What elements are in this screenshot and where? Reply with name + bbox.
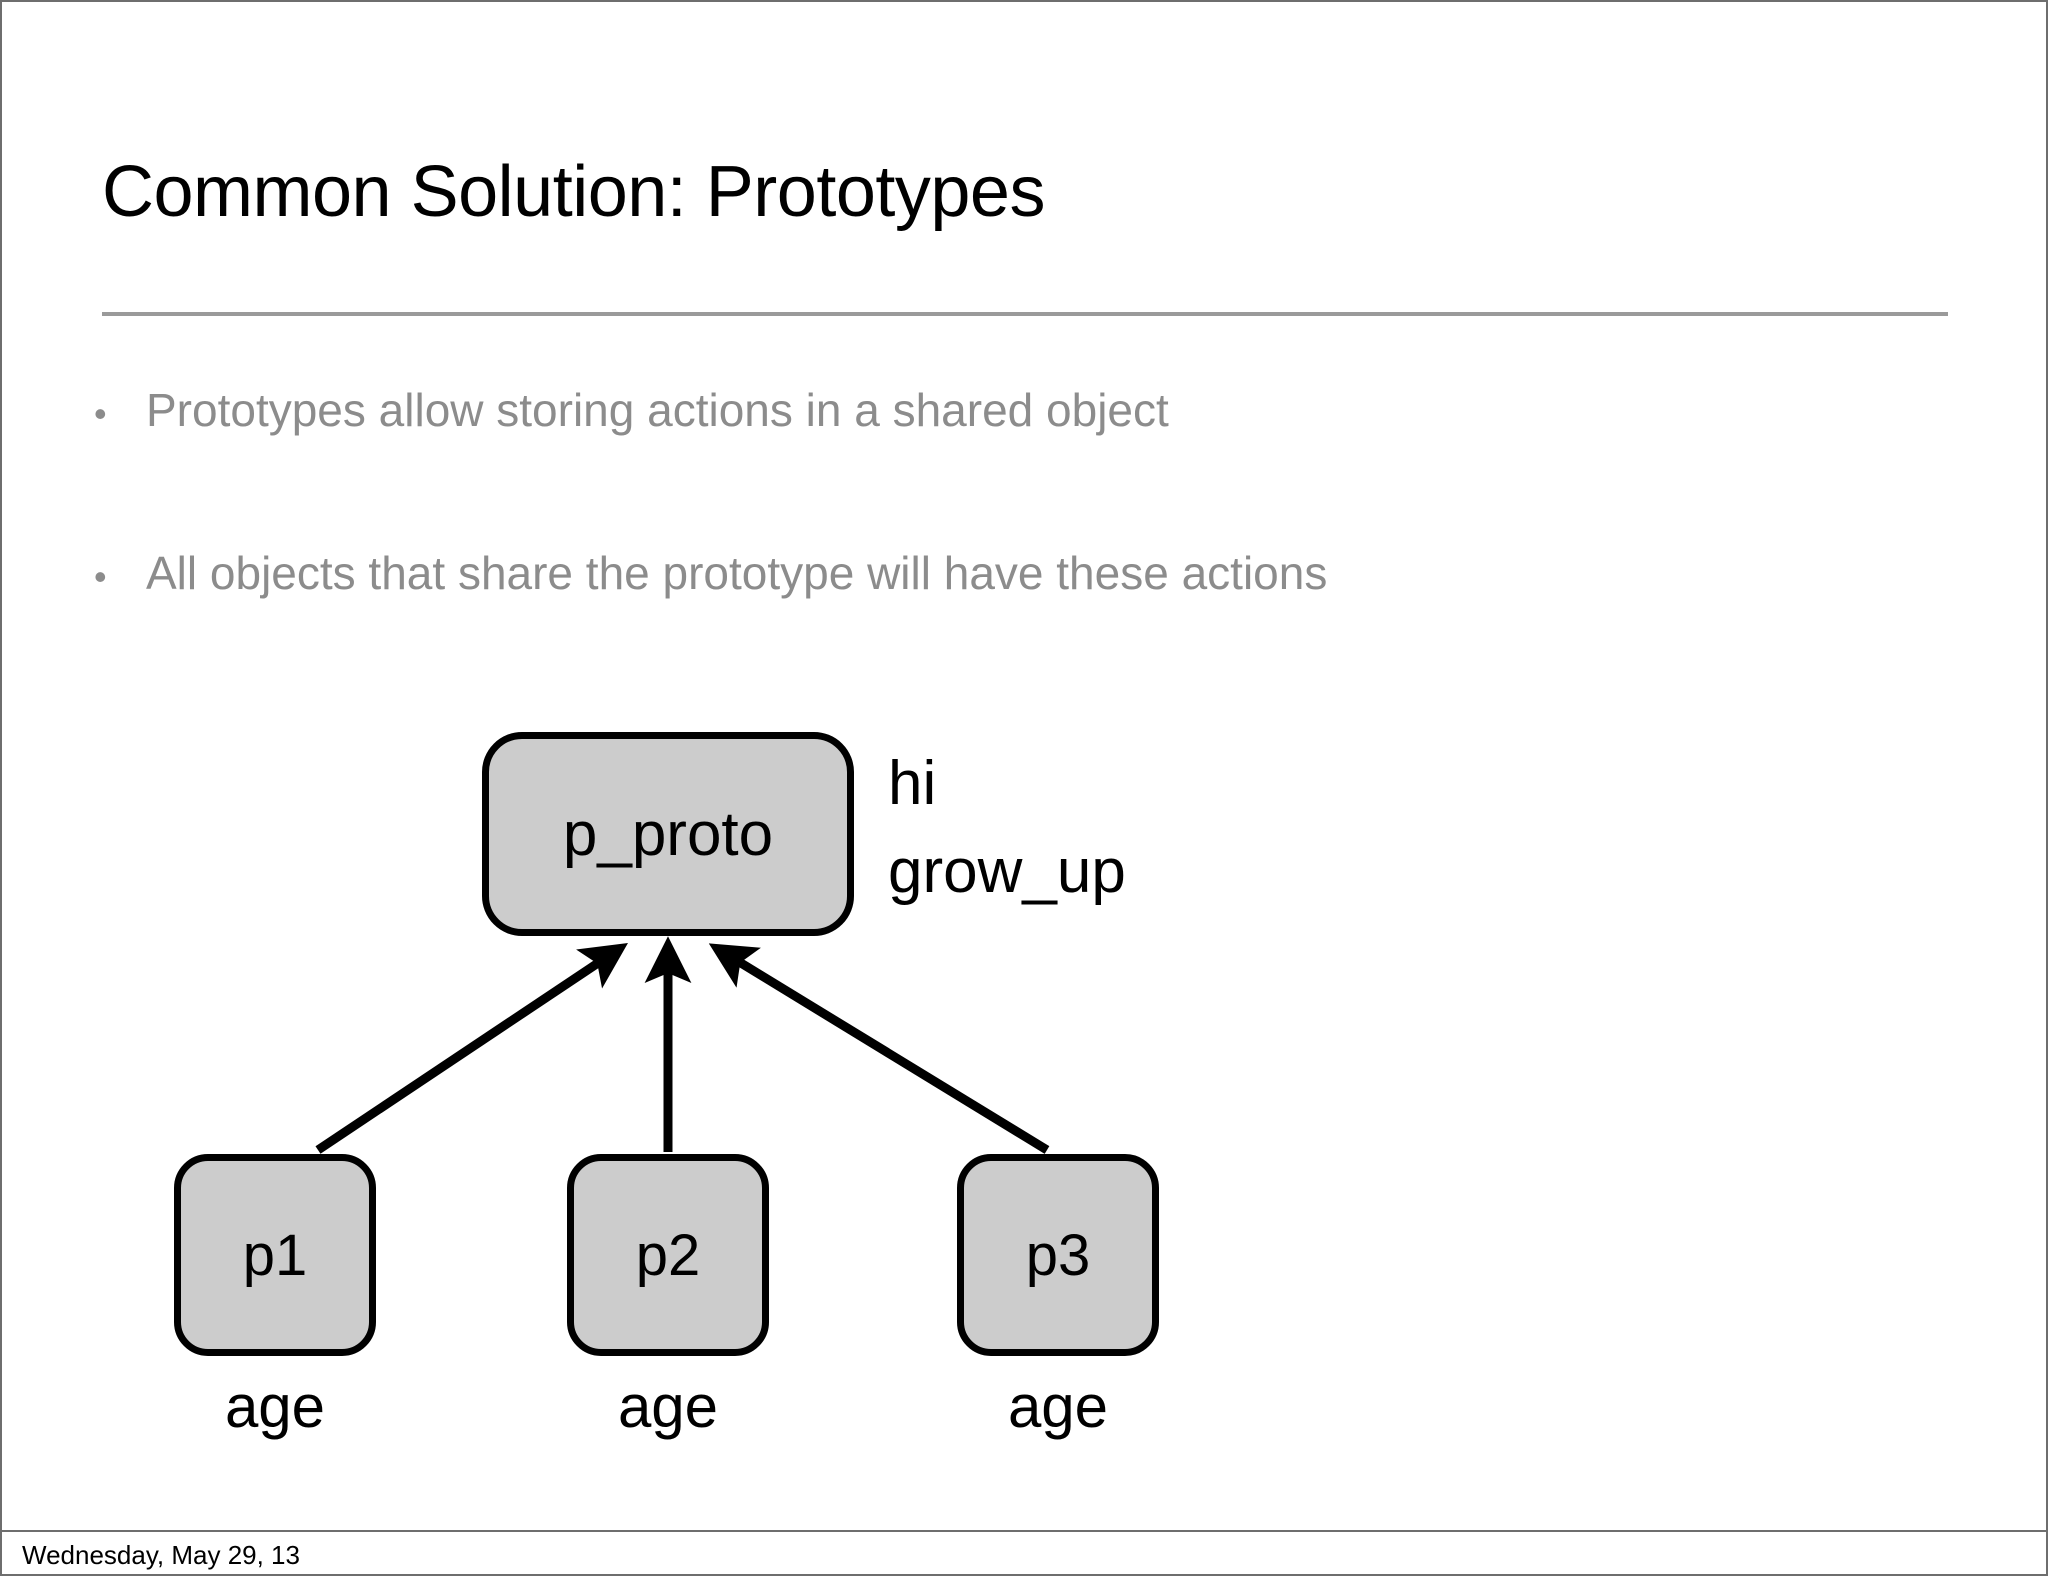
prototype-methods-list: hi grow_up <box>888 740 1126 916</box>
prototype-node-label: p_proto <box>562 799 774 869</box>
instance-attribute-p1: age <box>224 1373 326 1440</box>
footer-divider <box>2 1530 2046 1532</box>
instance-node-box-p1: p1 <box>174 1154 376 1356</box>
arrow-p3-to-proto <box>708 943 1050 1154</box>
instance-node-box-p2: p2 <box>567 1154 769 1356</box>
prototype-node-box: p_proto <box>482 732 854 936</box>
prototype-method-grow-up: grow_up <box>888 837 1126 906</box>
instance-node-label-p3: p3 <box>1025 1222 1091 1288</box>
bullet-text-2: All objects that share the prototype wil… <box>146 547 1328 599</box>
bullet-marker-icon: • <box>94 393 107 434</box>
page-title: Common Solution: Prototypes <box>102 152 1045 232</box>
instance-attribute-p2: age <box>617 1373 719 1440</box>
instance-attribute-p3: age <box>1007 1373 1109 1440</box>
bullet-marker-icon: • <box>94 556 107 597</box>
footer-date: Wednesday, May 29, 13 <box>22 1540 300 1570</box>
instance-node-label-p2: p2 <box>635 1222 701 1288</box>
instance-node-box-p3: p3 <box>957 1154 1159 1356</box>
arrow-p1-to-proto <box>315 943 628 1154</box>
prototype-method-hi: hi <box>888 749 937 818</box>
bullet-text-1: Prototypes allow storing actions in a sh… <box>146 384 1169 436</box>
title-divider <box>102 312 1948 316</box>
instance-node-label-p1: p1 <box>242 1222 308 1288</box>
bullet-item-1: • Prototypes allow storing actions in a … <box>94 382 1169 442</box>
bullet-item-2: • All objects that share the prototype w… <box>94 545 1327 605</box>
